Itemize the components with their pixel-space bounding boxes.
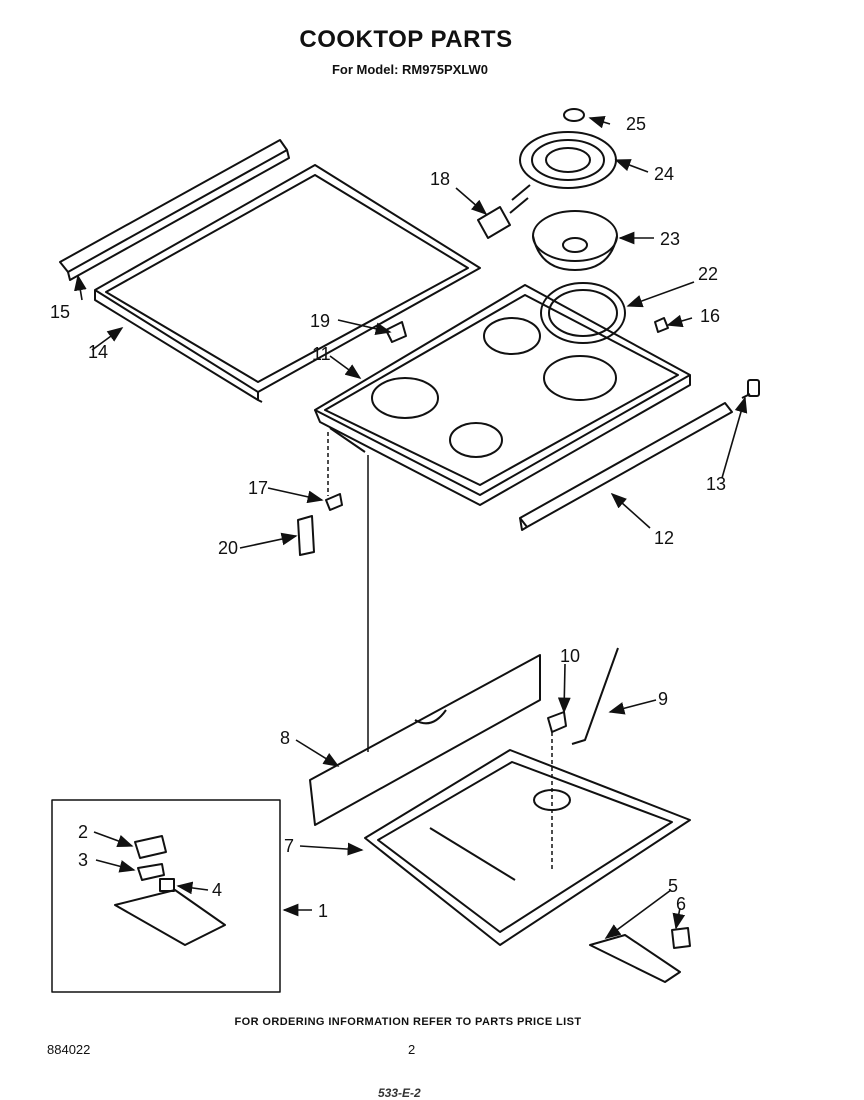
callout-7: 7 (284, 836, 294, 856)
part-17-clip (325, 493, 343, 511)
callout-17: 17 (248, 478, 268, 498)
part-23-drip-bowl (532, 210, 618, 271)
callout-14: 14 (88, 342, 108, 362)
part-25-cap (563, 108, 585, 122)
part-22-trim-ring (540, 282, 626, 344)
callout-4: 4 (212, 880, 222, 900)
callout-11: 11 (312, 344, 331, 364)
callout-2: 2 (78, 822, 88, 842)
callout-22: 22 (698, 264, 718, 284)
document-number: 884022 (47, 1042, 91, 1057)
callout-12: 12 (654, 528, 674, 548)
part-7-burner-box (364, 749, 691, 946)
part-12-front-strip (519, 402, 733, 531)
part-19-clip (385, 321, 407, 343)
parts-1-4-switch-assembly (114, 835, 226, 946)
part-13-bracket (741, 379, 760, 399)
callout-23: 23 (660, 229, 680, 249)
callout-16: 16 (700, 306, 720, 326)
part-18-receptacle (477, 197, 529, 239)
callout-6: 6 (676, 894, 686, 914)
callout-15: 15 (50, 302, 70, 322)
part-10-bracket (547, 711, 567, 733)
callout-9: 9 (658, 689, 668, 709)
callout-5: 5 (668, 876, 678, 896)
callout-3: 3 (78, 850, 88, 870)
handwritten-stamp: 533-E-2 (378, 1086, 421, 1100)
callout-8: 8 (280, 728, 290, 748)
inset-box (51, 799, 281, 993)
part-8-rear-panel (309, 654, 541, 826)
part-20-bracket (297, 515, 315, 556)
model-subtitle: For Model: RM975PXLW0 (331, 62, 489, 77)
page-number: 2 (408, 1042, 416, 1057)
callout-1: 1 (318, 901, 328, 921)
callout-24: 24 (654, 164, 674, 184)
callout-10: 10 (560, 646, 580, 666)
ordering-info-note: FOR ORDERING INFORMATION REFER TO PARTS … (234, 1016, 582, 1028)
part-15-rear-trim (59, 139, 290, 281)
callout-25: 25 (626, 114, 646, 134)
part-9-rod (571, 647, 619, 745)
callout-18: 18 (430, 169, 450, 189)
part-5-strap (589, 934, 681, 983)
part-16-clip (654, 317, 669, 333)
page-title: COOKTOP PARTS (299, 26, 513, 53)
part-11-cooktop (314, 284, 691, 506)
callout-20: 20 (218, 538, 238, 558)
part-24-surface-element (511, 131, 617, 201)
part-6-clip (671, 927, 691, 949)
part-14-frame (94, 164, 481, 403)
callout-13: 13 (706, 474, 726, 494)
callout-19: 19 (310, 311, 330, 331)
